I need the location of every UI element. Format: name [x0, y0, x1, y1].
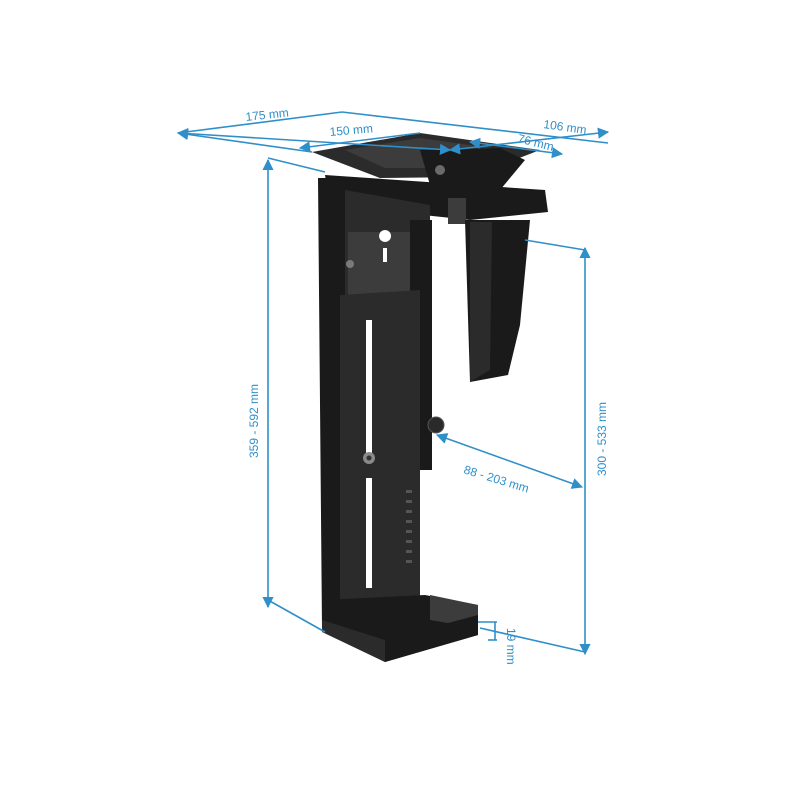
bottom-tray: [322, 595, 478, 662]
inner-sliding-frame: [340, 290, 420, 610]
dimension-annotations: 175 mm 150 mm 106 mm 76 mm 359 - 592 mm …: [176, 106, 610, 665]
bracket-illustration: [312, 133, 548, 662]
dim-76-arrow: [468, 137, 564, 159]
dim-106-label: 106 mm: [543, 117, 588, 137]
dim-total-height-top-leader: [267, 157, 326, 173]
dim-adj-height-top-leader: [524, 239, 586, 251]
dim-width-arrow: [435, 433, 584, 489]
dim-total-height-bottom-leader: [267, 599, 326, 633]
dim-175-arrow: [176, 128, 452, 155]
dim-total-height-label: 359 - 592 mm: [247, 384, 261, 458]
dim-width-label: 88 - 203 mm: [462, 462, 531, 495]
dim-175-leader: [176, 128, 313, 153]
dim-175-label: 175 mm: [245, 106, 290, 124]
dim-150-arrow: [298, 132, 421, 153]
dim-150-label: 150 mm: [329, 121, 373, 139]
dim-19-label: 19 mm: [504, 628, 518, 665]
dim-adj-height-label: 300 - 533 mm: [595, 402, 609, 476]
rotating-side-plate: [465, 220, 530, 382]
dim-adj-height-bottom-leader: [479, 627, 586, 653]
